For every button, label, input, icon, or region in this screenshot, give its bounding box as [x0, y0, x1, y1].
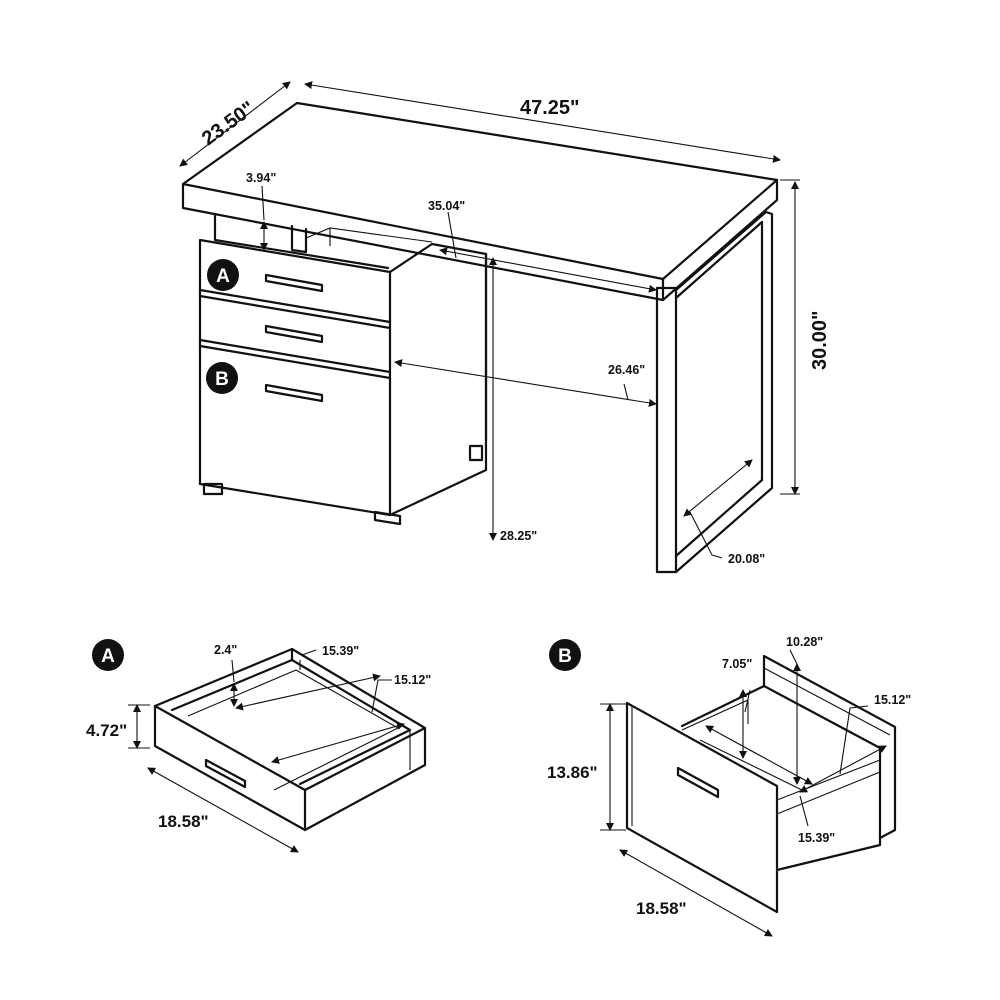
desk-height-label: 30.00" [809, 310, 831, 370]
drawer-b-front-width-label: 18.58" [636, 899, 687, 918]
desk-dimensions [179, 81, 800, 559]
drawer-b-front-height-label: 13.86" [547, 763, 598, 782]
svg-text:A: A [101, 646, 115, 667]
drawer-handle-3 [264, 383, 324, 403]
drawer-b-inner-height-label: 7.05" [722, 657, 752, 671]
drawer-b-illustration: B [549, 639, 897, 937]
shelf-gap-label: 3.94" [246, 171, 276, 185]
drawer-cabinet [198, 238, 488, 526]
drawer-a-front-width-label: 18.58" [158, 812, 209, 831]
drawer-b-handle [676, 766, 720, 799]
badge-b-main: B [206, 362, 238, 394]
drawer-b-inner-width-label: 15.12" [874, 693, 911, 707]
drawer-a-inner-depth-label: 15.39" [322, 644, 359, 658]
badge-a-detail: A [92, 639, 124, 671]
svg-text:B: B [215, 369, 229, 390]
desk-depth-label: 23.50" [198, 97, 259, 150]
drawer-a-front-height-label: 4.72" [86, 721, 127, 740]
drawer-b-inner-depth-label: 15.39" [798, 831, 835, 845]
drawer-a-illustration: A [92, 639, 427, 853]
badge-a-main: A [207, 259, 239, 291]
drawer-a-handle [204, 758, 247, 789]
drawer-a-inner-width-label: 15.12" [394, 673, 431, 687]
svg-text:A: A [216, 266, 230, 287]
drawer-b-inner-depth-top-label: 10.28" [786, 635, 823, 649]
drawer-a-inner-height-label: 2.4" [214, 643, 237, 657]
leg-depth-label: 20.08" [728, 552, 765, 566]
knee-depth-label: 26.46" [608, 363, 645, 377]
metal-leg [655, 210, 774, 574]
drawer-handle-2 [264, 324, 324, 344]
drawer-handle-1 [264, 273, 324, 293]
inner-width-label: 35.04" [428, 199, 465, 213]
badge-b-detail: B [549, 639, 581, 671]
shelf-riser [213, 212, 390, 270]
knee-height-label: 28.25" [500, 529, 537, 543]
desk-width-label: 47.25" [520, 97, 580, 119]
svg-text:B: B [558, 646, 572, 667]
